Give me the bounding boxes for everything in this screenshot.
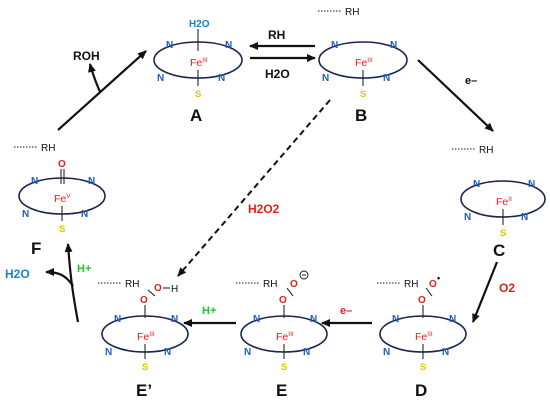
arrow-eprime-to-f <box>64 243 80 323</box>
species-b: RH N N N N FeIII S B <box>318 7 408 125</box>
species-e: RH O O N N N N FeIII S E <box>236 270 328 400</box>
h2o2-reagent: H2O2 <box>248 202 280 216</box>
iron-d: FeIII <box>415 331 433 343</box>
oxygen-d-distal: O <box>429 279 437 290</box>
n-atom-e4: N <box>303 347 310 358</box>
iron-c: FeII <box>496 196 512 208</box>
n-atom-b2: N <box>390 40 397 51</box>
oxygen-e-proximal: O <box>279 295 287 306</box>
o-o-bond-eprime <box>147 289 156 297</box>
anion-charge-e <box>299 270 309 280</box>
n-atom-a2: N <box>225 40 232 51</box>
sulfur-d: S <box>420 362 426 373</box>
oxygen-eprime-proximal: O <box>140 295 148 306</box>
n-atom-f1: N <box>31 176 38 187</box>
iron-b: FeIII <box>355 57 373 69</box>
substrate-eprime: RH <box>125 279 139 290</box>
iron-eprime: FeIII <box>137 331 155 343</box>
label-c: C <box>493 241 505 260</box>
n-atom-a4: N <box>218 73 225 84</box>
n-atom-eprime1: N <box>114 314 121 325</box>
water-ligand-a: H2O <box>189 19 210 30</box>
n-atom-d1: N <box>392 314 399 325</box>
n-atom-f2: N <box>88 176 95 187</box>
electron-bc: e– <box>465 75 477 87</box>
substrate-c: RH <box>479 145 493 156</box>
species-e-prime: RH O H O N N N N FeIII S E’ <box>98 279 189 400</box>
species-d: RH O • O N N N N FeIII S D <box>377 273 467 400</box>
n-atom-c3: N <box>464 212 471 223</box>
n-atom-d3: N <box>383 347 390 358</box>
o-o-bond-e <box>286 287 294 297</box>
label-b: B <box>355 106 367 125</box>
n-atom-eprime2: N <box>171 314 178 325</box>
proton-e-eprime: H+ <box>202 305 216 317</box>
o-o-bond-d <box>425 287 433 297</box>
roh-release-branch <box>88 63 102 93</box>
substrate-b: RH <box>345 7 359 18</box>
sulfur-e: S <box>281 362 287 373</box>
sulfur-f: S <box>59 224 65 235</box>
radical-dot-d: • <box>437 273 440 283</box>
sulfur-eprime: S <box>142 362 148 373</box>
n-atom-a1: N <box>166 40 173 51</box>
h2o-product: H2O <box>5 267 30 281</box>
iron-a: FeIII <box>190 57 208 69</box>
o2-reagent: O2 <box>499 281 515 295</box>
electron-de: e– <box>340 305 352 317</box>
n-atom-d4: N <box>442 347 449 358</box>
n-atom-f4: N <box>81 209 88 220</box>
substrate-e: RH <box>263 279 277 290</box>
n-atom-b1: N <box>331 40 338 51</box>
arrow-f-to-a <box>57 50 147 131</box>
rh-reagent: RH <box>268 28 285 42</box>
sulfur-a: S <box>195 89 201 100</box>
iron-f: FeV <box>54 193 71 205</box>
n-atom-c4: N <box>521 212 528 223</box>
arrow-c-to-d <box>471 261 499 323</box>
label-e: E <box>276 381 287 400</box>
n-atom-eprime3: N <box>105 347 112 358</box>
oxygen-e-distal: O <box>290 279 298 290</box>
label-d: D <box>415 381 427 400</box>
oxygen-d-proximal: O <box>418 295 426 306</box>
h2o-reagent-top: H2O <box>265 67 290 81</box>
oxygen-eprime-distal: O <box>154 283 162 294</box>
species-a: H2O N N N N FeIII S A <box>153 19 243 125</box>
n-atom-eprime4: N <box>164 347 171 358</box>
roh-product: ROH <box>73 49 100 63</box>
n-atom-c1: N <box>473 179 480 190</box>
n-atom-c2: N <box>528 179 535 190</box>
sulfur-b: S <box>360 89 366 100</box>
water-release-branch <box>45 268 74 287</box>
n-atom-e1: N <box>253 314 260 325</box>
species-f: RH O N N N N FeV S F <box>14 143 106 258</box>
oxo-ligand-f: O <box>58 159 66 170</box>
sulfur-c: S <box>500 228 506 239</box>
substrate-f: RH <box>41 143 55 154</box>
n-atom-d2: N <box>449 314 456 325</box>
n-atom-f3: N <box>22 209 29 220</box>
arrow-peroxide-shunt <box>177 99 331 277</box>
n-atom-b4: N <box>383 73 390 84</box>
hydrogen-eprime: H <box>171 284 178 295</box>
label-f: F <box>31 239 41 258</box>
proton-eprime-f: H+ <box>77 263 91 275</box>
label-a: A <box>190 106 202 125</box>
n-atom-b3: N <box>322 73 329 84</box>
species-c: RH N N N N FeII S C <box>452 145 546 260</box>
substrate-d: RH <box>404 279 418 290</box>
n-atom-a3: N <box>157 73 164 84</box>
n-atom-e3: N <box>244 347 251 358</box>
arrow-b-to-c <box>417 59 494 132</box>
label-eprime: E’ <box>136 381 152 400</box>
n-atom-e2: N <box>310 314 317 325</box>
iron-e: FeIII <box>276 331 294 343</box>
